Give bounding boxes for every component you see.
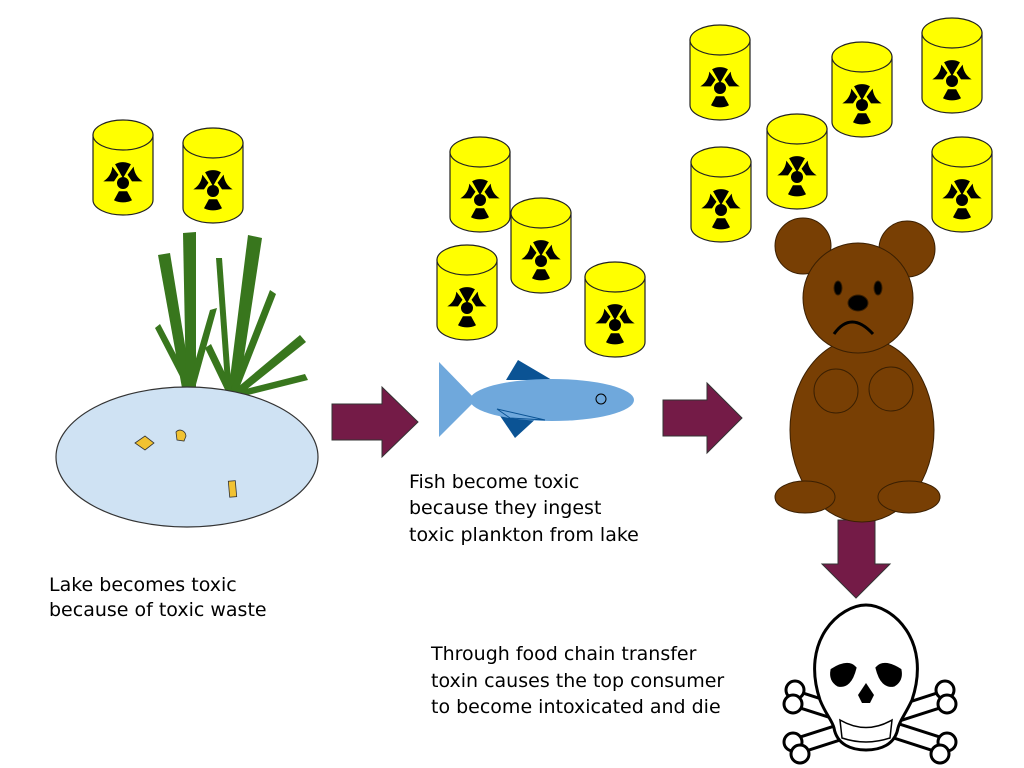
radioactive-barrel-icon: [510, 197, 572, 294]
radioactive-barrel-icon: [921, 17, 983, 114]
radioactive-barrel-icon: [92, 119, 154, 216]
radioactive-barrel-icon: [449, 136, 511, 233]
lake-caption: Lake becomes toxic because of toxic wast…: [49, 574, 267, 621]
radioactive-barrel-icon: [689, 24, 751, 121]
caption-line: Through food chain transfer: [430, 643, 697, 665]
caption-line: Lake becomes toxic: [49, 574, 237, 596]
arrow-right-icon: [662, 381, 743, 455]
bear-illustration: [774, 217, 941, 523]
caption-line: because of toxic waste: [49, 599, 267, 621]
radioactive-barrel-icon: [931, 136, 993, 233]
grass-icon: [155, 232, 308, 398]
radioactive-barrel-icon: [831, 41, 893, 138]
lake-illustration: [55, 232, 319, 528]
caption-line: to become intoxicated and die: [431, 696, 721, 718]
skull-and-crossbones-icon: [782, 603, 958, 765]
arrow-right-icon: [331, 385, 419, 459]
caption-line: Fish become toxic: [409, 471, 579, 493]
arrow-down-icon: [820, 519, 892, 599]
radioactive-barrel-icon: [182, 127, 244, 224]
radioactive-barrel-icon: [436, 244, 498, 341]
caption-line: because they ingest: [409, 497, 601, 519]
fish-illustration: [439, 360, 634, 438]
radioactive-barrel-icon: [584, 261, 646, 358]
radioactive-barrel-icon: [766, 113, 828, 210]
caption-line: toxic plankton from lake: [409, 524, 639, 546]
radioactive-barrel-icon: [690, 146, 752, 243]
top-consumer-caption: Through food chain transfer toxin causes…: [430, 643, 724, 718]
caption-line: toxin causes the top consumer: [431, 670, 724, 692]
fish-caption: Fish become toxic because they ingest to…: [409, 471, 639, 546]
